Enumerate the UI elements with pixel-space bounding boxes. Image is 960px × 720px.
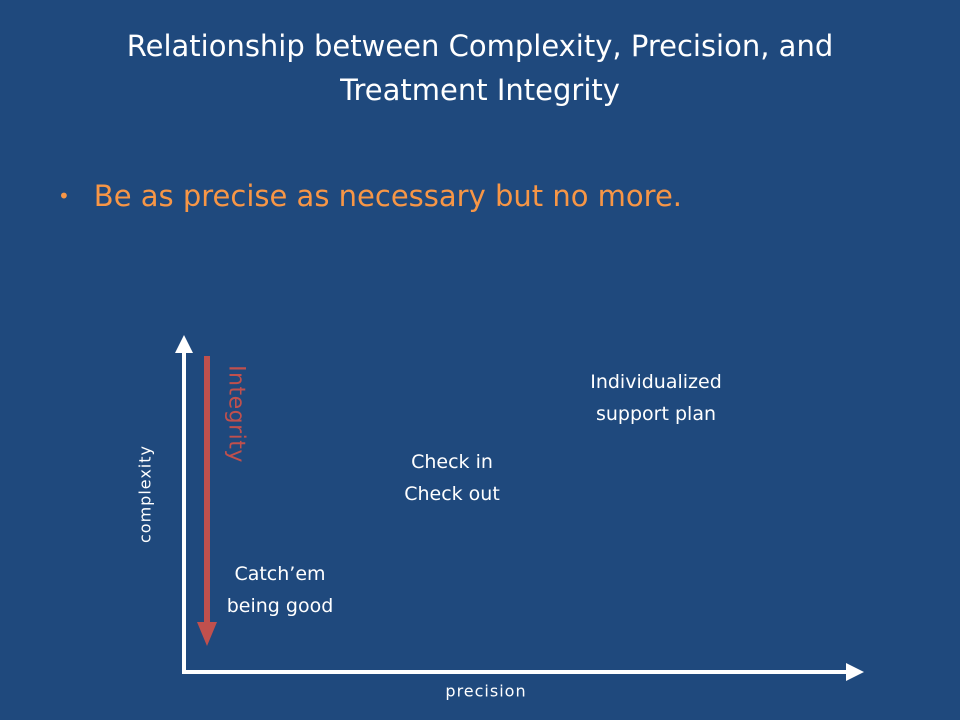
y-axis-label: complexity xyxy=(135,445,155,543)
node-line: Check out xyxy=(404,483,500,505)
node-line: support plan xyxy=(595,403,717,425)
node-line: Catch’em xyxy=(234,563,326,585)
integrity-label: Integrity xyxy=(223,365,249,463)
node-individualized-support-plan: Individualized support plan xyxy=(590,366,722,430)
node-check-in-check-out: Check in Check out xyxy=(404,446,500,510)
node-catch-em-being-good: Catch’em being good xyxy=(227,558,334,622)
slide-title: Relationship between Complexity, Precisi… xyxy=(80,24,880,112)
y-axis-arrowhead-icon xyxy=(175,335,193,353)
x-axis-label: precision xyxy=(445,681,527,701)
node-line: Check in xyxy=(411,451,493,473)
integrity-arrowhead-icon xyxy=(197,622,217,646)
bullet-item: • Be as precise as necessary but no more… xyxy=(58,174,682,218)
bullet-dot-icon: • xyxy=(58,184,70,208)
slide-title-line-1: Relationship between Complexity, Precisi… xyxy=(126,29,834,63)
bullet-list: • Be as precise as necessary but no more… xyxy=(58,174,682,218)
slide-title-line-2: Treatment Integrity xyxy=(340,73,620,107)
x-axis-arrowhead-icon xyxy=(846,663,864,681)
node-line: Individualized xyxy=(590,371,722,393)
bullet-text: Be as precise as necessary but no more. xyxy=(93,179,683,213)
node-line: being good xyxy=(226,595,334,617)
